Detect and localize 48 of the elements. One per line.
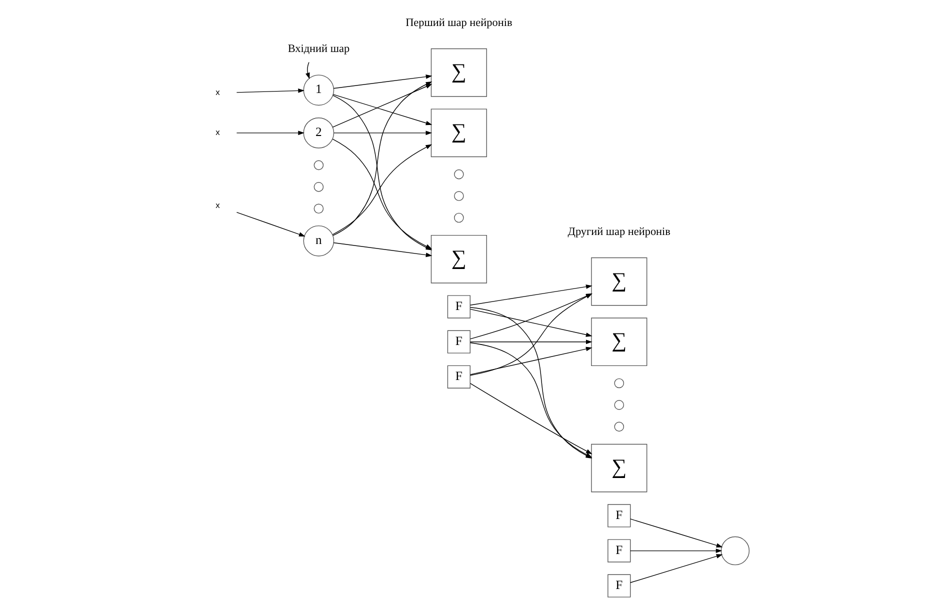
node-box: ∑ bbox=[430, 108, 486, 158]
node-circle bbox=[614, 422, 624, 432]
arrow bbox=[630, 518, 722, 548]
node-box: F bbox=[607, 574, 630, 598]
arrow bbox=[236, 130, 304, 136]
arrow bbox=[470, 383, 592, 454]
node-circle bbox=[614, 400, 624, 410]
node-box: ∑ bbox=[590, 318, 647, 366]
node-box: ∑ bbox=[430, 234, 486, 284]
arrow bbox=[630, 554, 722, 583]
arrow bbox=[469, 294, 592, 376]
arrow bbox=[469, 308, 592, 337]
arrow bbox=[305, 62, 310, 80]
arrow bbox=[332, 94, 432, 126]
node-circle bbox=[720, 536, 750, 566]
arrow bbox=[469, 340, 592, 344]
node-circle bbox=[454, 191, 464, 201]
node-box: ∑ bbox=[430, 48, 486, 97]
node-circle: 2 bbox=[302, 118, 334, 148]
node-text: x bbox=[215, 87, 220, 98]
node-circle bbox=[454, 169, 464, 180]
node-text: x bbox=[215, 200, 220, 210]
node-box: F bbox=[446, 330, 470, 354]
node-circle: n bbox=[302, 225, 334, 256]
node-box: ∑ bbox=[590, 257, 647, 306]
node-box: ∑ bbox=[590, 444, 647, 492]
node-box: F bbox=[607, 504, 630, 528]
label: Другий шар нейронів bbox=[567, 226, 670, 238]
node-box: F bbox=[446, 295, 470, 318]
arrow bbox=[236, 88, 304, 93]
node-box: F bbox=[446, 365, 470, 388]
node-circle bbox=[313, 160, 324, 170]
node-circle bbox=[313, 182, 324, 192]
arrow bbox=[332, 144, 432, 235]
arrow bbox=[469, 284, 592, 306]
node-text: Вхідний шар bbox=[287, 43, 350, 56]
node-text: x bbox=[215, 127, 220, 138]
label: Перший шар нейронів bbox=[405, 17, 512, 30]
node-box: F bbox=[607, 539, 630, 562]
arrow bbox=[630, 548, 722, 553]
node-circle bbox=[614, 378, 624, 388]
arrow bbox=[333, 130, 432, 136]
node-circle: 1 bbox=[302, 74, 334, 106]
arrow bbox=[236, 212, 305, 236]
node-circle bbox=[454, 212, 464, 223]
arrow bbox=[469, 293, 592, 340]
node-circle bbox=[313, 204, 324, 214]
arrow bbox=[469, 346, 592, 375]
